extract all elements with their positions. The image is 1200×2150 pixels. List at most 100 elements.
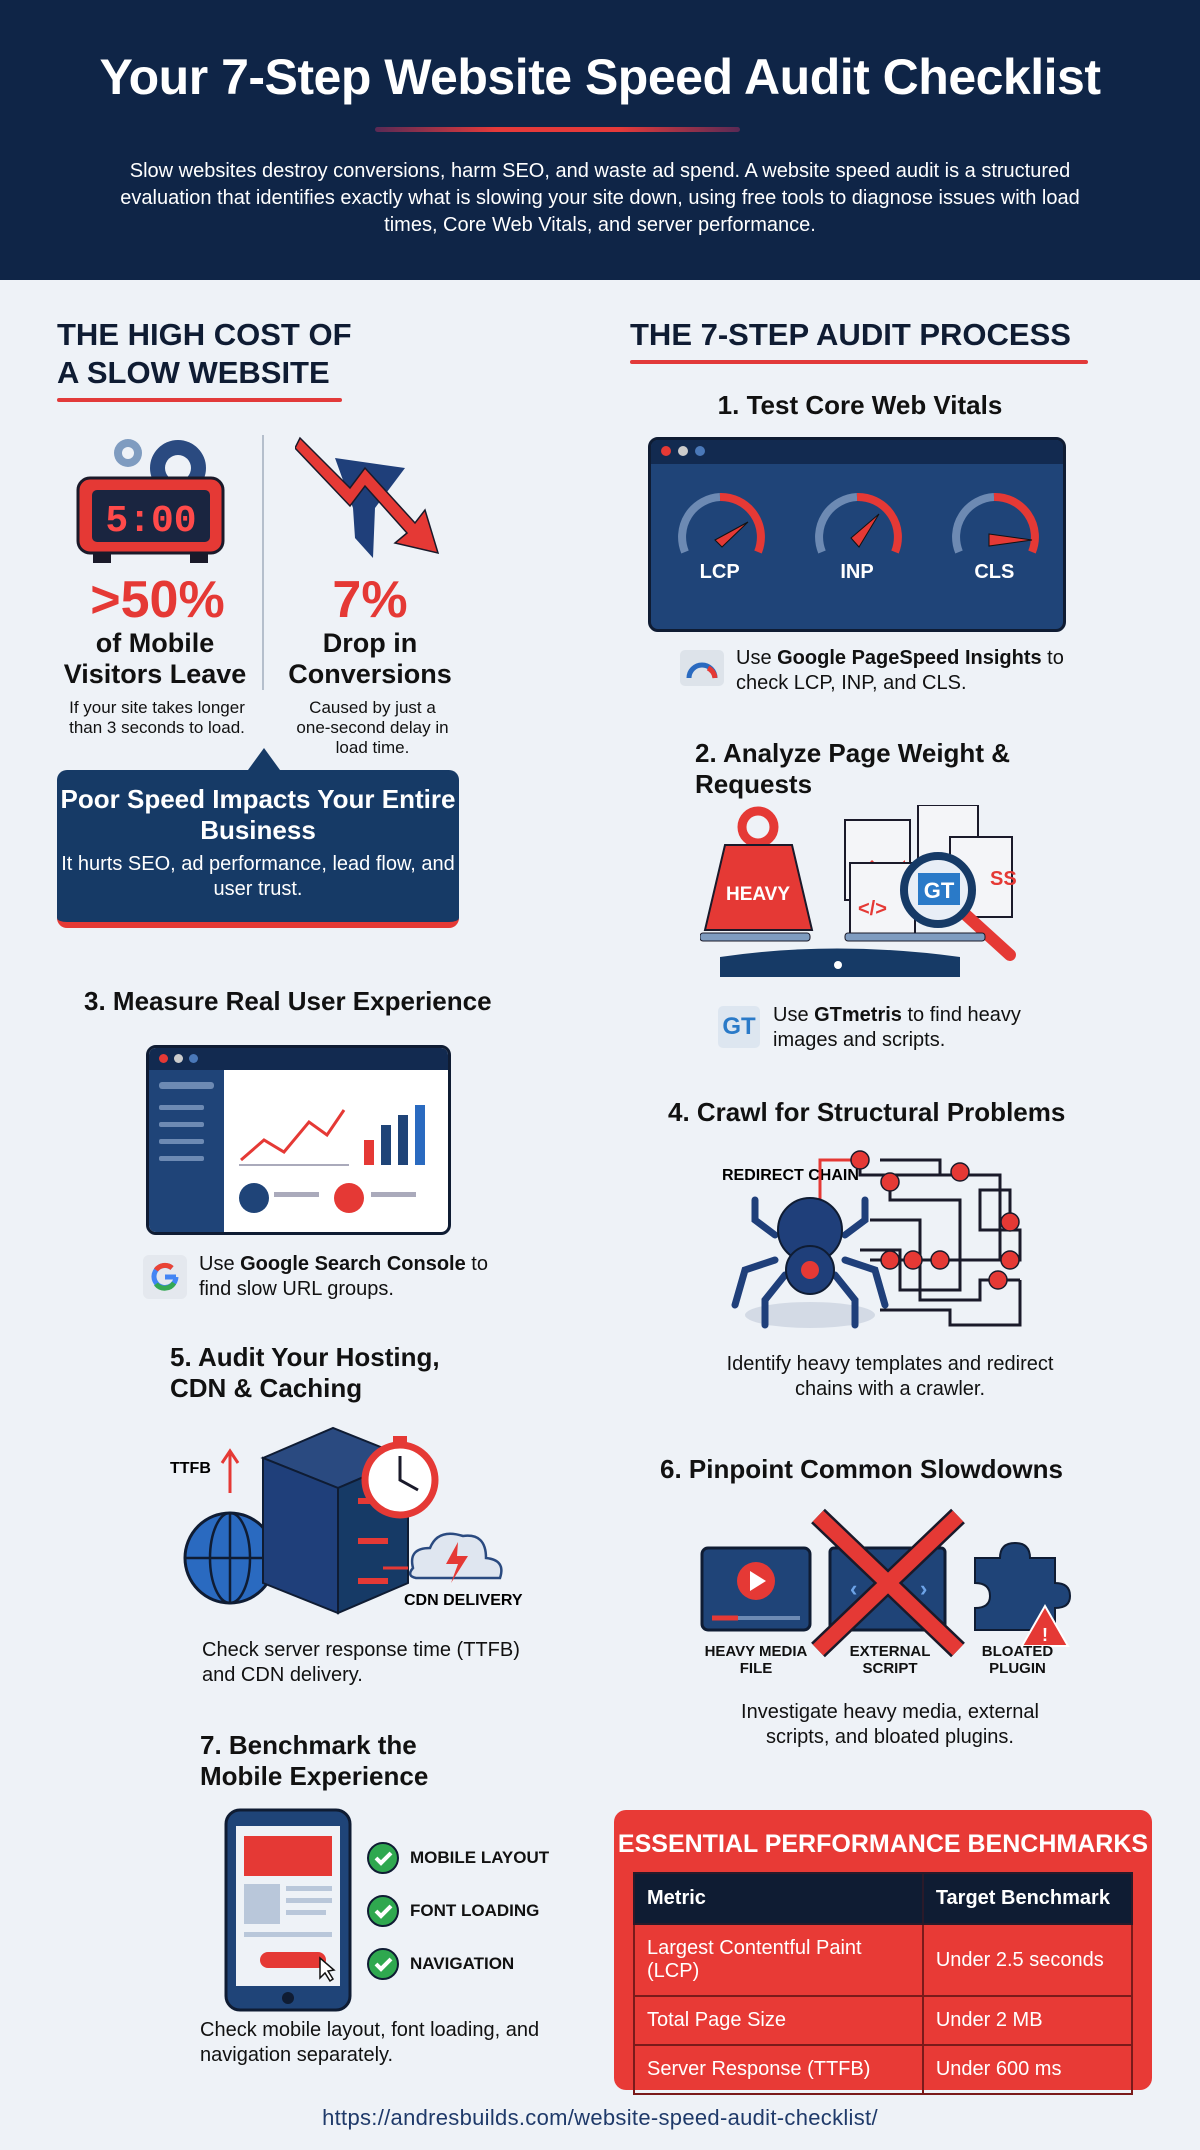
svg-text:‹: ‹	[850, 1576, 857, 1601]
slowdowns-illustration: ‹› !	[700, 1508, 1072, 1658]
svg-text:5:00: 5:00	[105, 500, 196, 543]
stat-conversion-note: Caused by just a one-second delay in loa…	[296, 698, 449, 757]
step5-text: Check server response time (TTFB) and CD…	[202, 1639, 520, 1686]
step7-title: 7. Benchmark the Mobile Experience	[200, 1730, 429, 1791]
google-icon	[143, 1255, 187, 1299]
ttfb-label: TTFB	[170, 1460, 211, 1477]
search-console-tool-name: Google Search Console	[240, 1253, 466, 1275]
stat-mobile-label: of Mobile Visitors Leave	[40, 628, 270, 690]
benchmarks-title: ESSENTIAL PERFORMANCE BENCHMARKS	[617, 1830, 1149, 1858]
step5-title: 5. Audit Your Hosting, CDN & Caching	[170, 1342, 440, 1403]
stat-mobile-label-line1: of Mobile	[95, 628, 215, 658]
metric-cell: Server Response (TTFB)	[633, 2044, 924, 2095]
checkmark-icon	[367, 1842, 399, 1874]
impact-text: It hurts SEO, ad performance, lead flow,…	[61, 853, 455, 900]
step4-title: 4. Crawl for Structural Problems	[668, 1097, 1066, 1127]
svg-text:GT: GT	[924, 878, 955, 903]
step6-title: 6. Pinpoint Common Slowdowns	[660, 1454, 1063, 1484]
gtmetris-tool-name: GTmetris	[814, 1004, 902, 1026]
checkmark-icon	[367, 1895, 399, 1927]
check-item: FONT LOADING	[366, 1893, 549, 1929]
step4-text: Identify heavy templates and redirect ch…	[726, 1353, 1054, 1400]
gauge-cls: CLS	[944, 482, 1044, 584]
check-item: MOBILE LAYOUT	[366, 1840, 549, 1876]
gauge-inp: INP	[807, 482, 907, 584]
mobile-checklist: MOBILE LAYOUT FONT LOADING NAVIGATION	[366, 1840, 549, 1982]
page-title: Your 7-Step Website Speed Audit Checklis…	[99, 49, 1101, 105]
metric-cell: Total Page Size	[633, 1995, 924, 2046]
stat-mobile-label-line2: Visitors Leave	[63, 659, 247, 689]
step3-text: Use Google Search Console to find slow U…	[199, 1253, 488, 1300]
mobile-phone-illustration	[224, 1808, 352, 2012]
svg-text:›: ›	[920, 1576, 927, 1601]
column-header: Target Benchmark	[921, 1872, 1134, 1925]
redirect-chain-label: REDIRECT CHAIN	[722, 1167, 859, 1184]
table-row: Server Response (TTFB)Under 600 ms	[633, 2044, 1134, 2095]
step1-text: Use Google PageSpeed Insights to check L…	[736, 647, 1064, 694]
gtmetris-icon: GT	[718, 1006, 760, 1048]
pagespeed-tool-name: Google PageSpeed Insights	[777, 647, 1042, 669]
svg-text:</>: </>	[858, 898, 887, 920]
heavy-media-label: HEAVY MEDIA FILE	[704, 1643, 808, 1677]
cost-title-line1: THE HIGH COST OF	[57, 317, 352, 352]
step3-title: 3. Measure Real User Experience	[84, 986, 492, 1016]
browser-toolbar	[651, 440, 1063, 464]
gauge-label: LCP	[699, 561, 740, 583]
source-url-link[interactable]: https://andresbuilds.com/website-speed-a…	[322, 2105, 878, 2130]
crawler-spider-illustration: REDIRECT CHAIN	[722, 1150, 1022, 1329]
stat-mobile-note: If your site takes longer than 3 seconds…	[69, 698, 245, 737]
step2-title: 2. Analyze Page Weight & Requests	[695, 738, 1010, 799]
gauge-icon	[677, 492, 765, 554]
alarm-clock-icon: 5:00	[76, 439, 225, 563]
impact-callout: Poor Speed Impacts Your Entire Business …	[57, 770, 459, 928]
intro-text: Slow websites destroy conversions, harm …	[120, 160, 1080, 236]
callout-pointer	[248, 748, 280, 770]
check-item: NAVIGATION	[366, 1946, 549, 1982]
step2-text: Use GTmetris to find heavy images and sc…	[773, 1004, 1021, 1051]
external-script-label: EXTERNAL SCRIPT	[849, 1643, 931, 1677]
stat-conversion-label-line1: Drop in	[322, 628, 418, 658]
metric-cell: Largest Contentful Paint (LCP)	[633, 1923, 924, 1997]
page-weight-scale-illustration: HEAVY SS </> GT	[700, 805, 1017, 977]
svg-text:SS: SS	[990, 868, 1017, 890]
stat-mobile-value: >50%	[90, 571, 225, 629]
cost-title-line2: A SLOW WEBSITE	[57, 355, 330, 390]
step1-title: 1. Test Core Web Vitals	[717, 390, 1003, 420]
cdn-delivery-label: CDN DELIVERY	[404, 1592, 523, 1609]
target-cell: Under 2.5 seconds	[921, 1923, 1134, 1997]
stat-conversion-label: Drop in Conversions	[270, 628, 470, 690]
gauge-lcp: LCP	[670, 482, 770, 584]
check-label: NAVIGATION	[410, 1954, 515, 1973]
stat-conversion-label-line2: Conversions	[288, 659, 452, 689]
step6-text: Investigate heavy media, external script…	[741, 1701, 1039, 1748]
browser-window-vitals: LCP INP CLS	[648, 437, 1066, 632]
step7-text: Check mobile layout, font loading, and n…	[200, 2019, 540, 2066]
cost-title-underline	[57, 398, 342, 402]
stat-conversion-value: 7%	[332, 571, 408, 629]
cost-section-title: THE HIGH COST OF A SLOW WEBSITE	[57, 316, 352, 392]
gauge-label: INP	[840, 561, 874, 583]
bloated-plugin-label: BLOATED PLUGIN	[981, 1643, 1054, 1677]
gauge-row: LCP INP CLS	[651, 464, 1063, 584]
title-divider	[375, 127, 740, 132]
hosting-cdn-illustration: TTFB CDN DELIVERY	[170, 1426, 523, 1615]
check-label: FONT LOADING	[410, 1901, 540, 1920]
gauge-icon	[815, 492, 902, 554]
checkmark-icon	[367, 1948, 399, 1980]
gauge-icon	[952, 492, 1040, 554]
pagespeed-icon	[680, 650, 724, 686]
header-banner	[0, 0, 1200, 280]
table-row: Largest Contentful Paint (LCP)Under 2.5 …	[633, 1923, 1134, 1997]
check-label: MOBILE LAYOUT	[410, 1848, 550, 1867]
svg-text:HEAVY: HEAVY	[726, 884, 790, 905]
impact-title: Poor Speed Impacts Your Entire Business	[60, 784, 456, 845]
target-cell: Under 600 ms	[921, 2044, 1134, 2095]
target-cell: Under 2 MB	[921, 1995, 1134, 2046]
funnel-drop-icon	[295, 436, 440, 558]
process-section-title: THE 7-STEP AUDIT PROCESS	[630, 317, 1071, 352]
column-header: Metric	[633, 1872, 924, 1925]
